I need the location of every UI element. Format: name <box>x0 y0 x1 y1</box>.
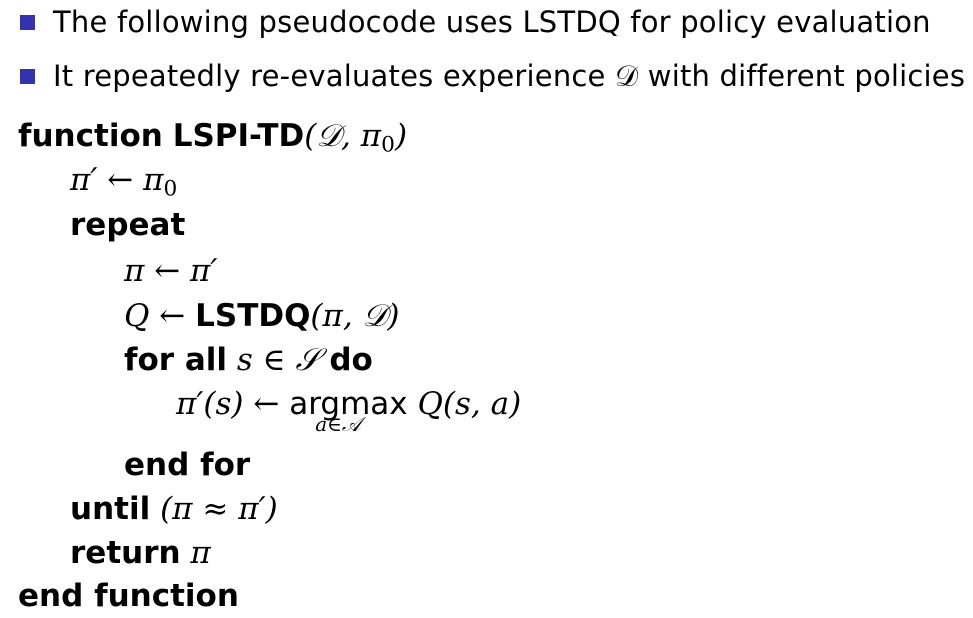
line-until: until (π ≈ π′) <box>70 491 278 527</box>
line-init-policy: π′ ← π0 <box>70 162 178 202</box>
line-lstdq: Q ← LSTDQ(π, 𝒟) <box>124 298 400 334</box>
bullet-text: The following pseudocode uses LSTDQ for … <box>53 5 931 39</box>
keyword-until: until <box>70 491 151 527</box>
bullet-square-icon <box>20 68 35 84</box>
lstdq-call: LSTDQ <box>195 298 311 334</box>
keyword-end-for: end for <box>124 447 251 483</box>
function-name: LSPI-TD <box>172 118 305 154</box>
bullet-square-icon <box>20 14 35 30</box>
line-end-for: end for <box>124 443 250 487</box>
bullet-text: It repeatedly re-evaluates experience 𝒟 … <box>53 58 966 93</box>
bullet-item-1: The following pseudocode uses LSTDQ for … <box>20 0 931 44</box>
line-end-function: end function <box>18 574 239 618</box>
line-repeat: repeat <box>70 203 185 247</box>
line-for-all: for all s ∈ 𝒮 do <box>124 342 373 378</box>
keyword-end-function: end function <box>18 578 239 614</box>
line-function-header: function LSPI-TD(𝒟, π0) <box>18 114 407 158</box>
argmax-subscript: a∈𝒜 <box>315 412 361 436</box>
keyword-do: do <box>329 342 373 378</box>
keyword-return: return <box>70 535 181 571</box>
keyword-repeat: repeat <box>70 207 186 243</box>
line-assign-pi: π ← π′ <box>124 253 218 289</box>
function-args: (𝒟, π0) <box>304 118 408 158</box>
keyword-function: function <box>18 118 163 154</box>
bullet-item-2: It repeatedly re-evaluates experience 𝒟 … <box>20 54 965 98</box>
line-return: return π <box>70 535 211 571</box>
keyword-for-all: for all <box>124 342 228 378</box>
